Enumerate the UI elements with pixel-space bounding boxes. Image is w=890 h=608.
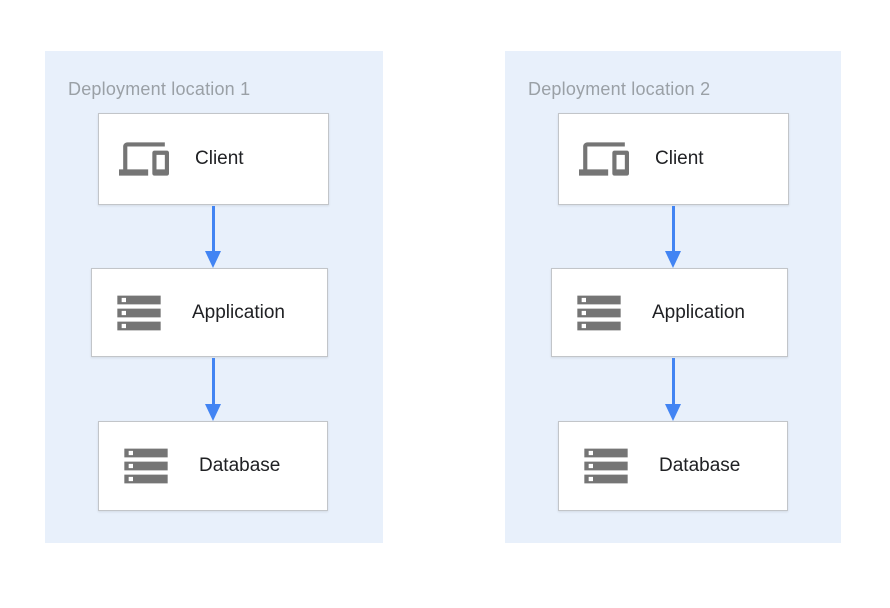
arrow-application-to-database xyxy=(665,358,681,421)
panel-title: Deployment location 2 xyxy=(528,79,711,99)
node-label: Database xyxy=(659,455,741,476)
arrow-head xyxy=(205,404,221,421)
arrow-head xyxy=(665,404,681,421)
storage-icon xyxy=(575,440,637,492)
storage-icon xyxy=(115,440,177,492)
node-application: Application xyxy=(551,268,788,357)
arrow-head xyxy=(205,251,221,268)
node-client: Client xyxy=(558,113,789,205)
storage-icon xyxy=(568,287,630,339)
arrow-client-to-application xyxy=(665,206,681,268)
deployment-location-1-group: Deployment location 1 Client Application xyxy=(45,51,383,543)
arrow-application-to-database xyxy=(205,358,221,421)
devices-icon xyxy=(115,134,173,184)
panel-title: Deployment location 1 xyxy=(68,79,251,99)
arrow-head xyxy=(665,251,681,268)
devices-icon xyxy=(575,134,633,184)
node-client: Client xyxy=(98,113,329,205)
node-label: Client xyxy=(655,148,704,169)
node-application: Application xyxy=(91,268,328,357)
arrow-shaft xyxy=(211,358,215,406)
node-label: Application xyxy=(192,301,285,323)
arrow-shaft xyxy=(671,206,675,253)
node-database: Database xyxy=(98,421,328,511)
node-label: Application xyxy=(652,301,745,323)
arrow-shaft xyxy=(211,206,215,253)
deployment-location-2-group: Deployment location 2 Client Application xyxy=(505,51,841,543)
node-label: Database xyxy=(199,455,281,476)
node-database: Database xyxy=(558,421,788,511)
arrow-client-to-application xyxy=(205,206,221,268)
storage-icon xyxy=(108,287,170,339)
arrow-shaft xyxy=(671,358,675,406)
node-label: Client xyxy=(195,148,244,169)
